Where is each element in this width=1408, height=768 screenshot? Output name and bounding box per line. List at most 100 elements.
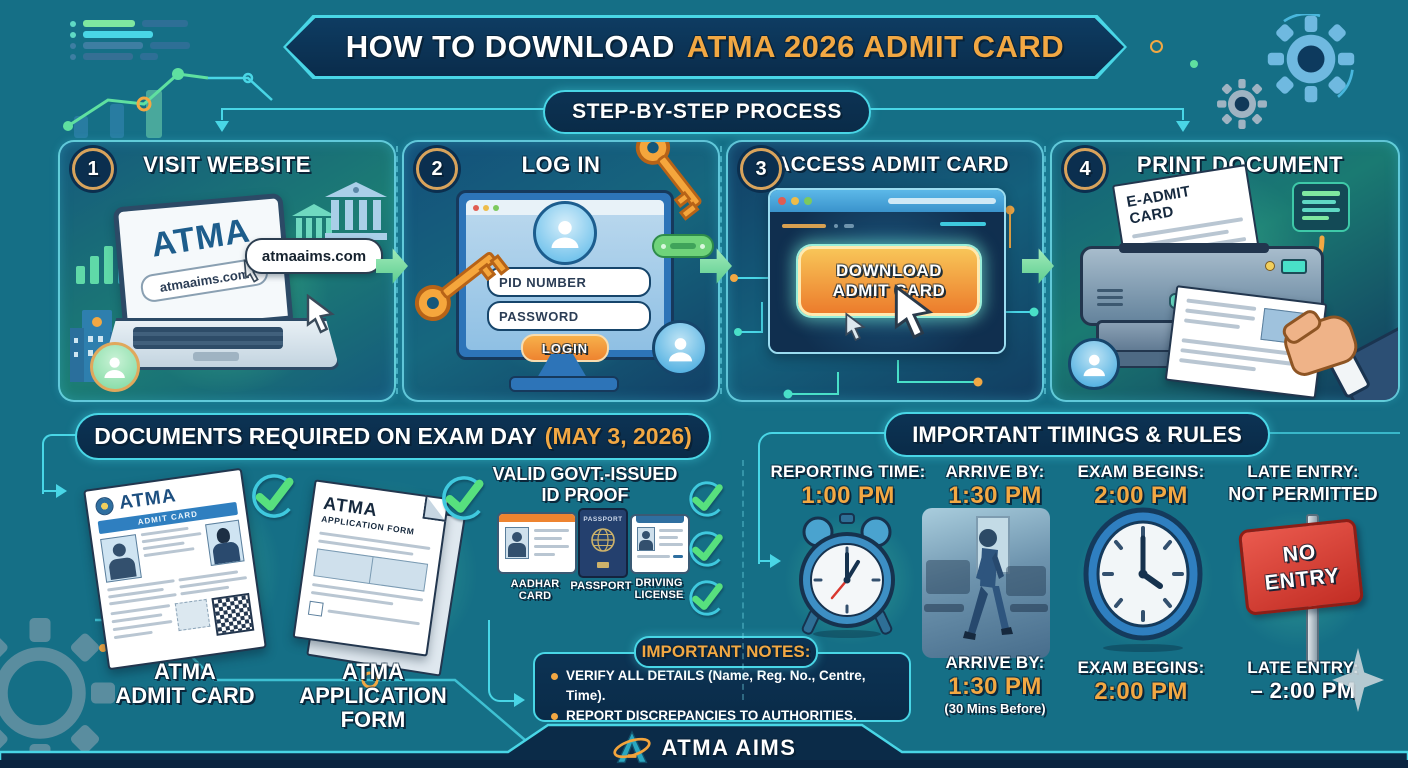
note-item: VERIFY ALL DETAILS (Name, Reg. No., Cent…	[551, 666, 895, 706]
aadhar-label-1: AADHAR	[510, 578, 560, 590]
pid-number-input[interactable]: PID NUMBER	[487, 267, 651, 297]
walking-person-icon	[963, 529, 1013, 640]
exam-begins-label: EXAM BEGINS:	[1077, 462, 1205, 481]
subtitle-capsule: STEP-BY-STEP PROCESS	[543, 90, 871, 134]
download-line1: DOWNLOAD	[836, 261, 942, 280]
download-line2: ADMIT CARD	[832, 281, 946, 300]
aadhar-label-2: CARD	[518, 590, 552, 602]
aadhar-label: AADHAR CARD	[493, 578, 577, 602]
checkmark-icon	[442, 476, 486, 520]
important-notes-title: IMPORTANT NOTES:	[641, 642, 811, 661]
late-entry-bottom-label: LATE ENTRY:	[1247, 658, 1359, 677]
reporting-time-label: REPORTING TIME:	[770, 462, 926, 481]
timing-col4-header: LATE ENTRY: NOT PERMITTED	[1218, 462, 1388, 505]
gear-small-icon	[1217, 79, 1267, 129]
gear-icon	[1267, 14, 1355, 103]
documents-header: DOCUMENTS REQUIRED ON EXAM DAY (MAY 3, 2…	[75, 413, 711, 460]
bank-icon	[325, 182, 387, 240]
traffic-dot-red	[778, 197, 786, 205]
laptop-base	[102, 318, 340, 370]
checkmark-icon	[689, 531, 725, 567]
wall-clock-icon	[1083, 507, 1203, 652]
timings-header-text: IMPORTANT TIMINGS & RULES	[912, 421, 1242, 447]
step1-title: VISIT WEBSITE	[143, 152, 311, 177]
exam-begins-value: 2:00 PM	[1094, 482, 1188, 509]
exam-hall-scene	[922, 508, 1050, 658]
notes-arrow	[514, 693, 525, 707]
qr-code	[211, 592, 255, 636]
aadhar-card-icon	[497, 512, 577, 574]
decor-circuit-dots	[1190, 60, 1198, 71]
step4-number: 4	[1079, 157, 1091, 180]
step3-panel: ACCESS ADMIT CARD	[726, 140, 1044, 402]
admit-card-band-text: ADMIT CARD	[137, 509, 199, 527]
step2-number: 2	[431, 157, 443, 180]
atma-aims-logo	[612, 730, 651, 764]
bullet-dot	[551, 673, 558, 680]
connector-right	[866, 108, 1184, 110]
application-form-illustration: ATMA APPLICATION FORM	[292, 479, 450, 657]
password-input[interactable]: PASSWORD	[487, 301, 651, 331]
decor-list	[70, 16, 190, 64]
step1-panel: VISIT WEBSITE ATMA atmaaims.com atmaaims…	[58, 140, 396, 402]
passport-label-text: PASSPORT	[570, 580, 632, 592]
note-1-text: VERIFY ALL DETAILS (Name, Reg. No., Cent…	[566, 668, 866, 703]
url-bubble-text: atmaaims.com	[261, 247, 367, 265]
toggle-icon[interactable]	[652, 234, 714, 258]
step4-number-badge: 4	[1064, 148, 1106, 190]
login-avatar-icon	[533, 201, 597, 265]
admit-card-illustration: ATMA ADMIT CARD	[83, 467, 267, 671]
admit-card-label-1: ATMA	[154, 659, 216, 684]
timings-connector	[758, 432, 888, 564]
download-window: DOWNLOAD ADMIT CARD	[768, 188, 1006, 354]
user-avatar-icon	[652, 320, 708, 376]
note-2-text: REPORT DISCREPANCIES TO AUTHORITIES.	[566, 708, 857, 723]
step3-number: 3	[755, 157, 767, 180]
key-icon	[414, 251, 510, 322]
down-arrow-left	[215, 121, 229, 132]
late-entry-label: LATE ENTRY:	[1247, 462, 1359, 481]
step4-panel: PRINT DOCUMENT E-ADMIT CARD	[1050, 140, 1400, 402]
step3-number-badge: 3	[740, 148, 782, 190]
page-title-accent: ATMA 2026 ADMIT CARD	[686, 29, 1065, 64]
application-form-label: ATMA APPLICATION FORM	[283, 660, 463, 732]
section-connector-left-h	[42, 490, 58, 492]
note-item: REPORT DISCREPANCIES TO AUTHORITIES.	[551, 706, 895, 726]
section-connector-left	[42, 434, 78, 494]
important-notes-pill: IMPORTANT NOTES:	[634, 636, 818, 668]
form-label-1: ATMA	[342, 659, 404, 684]
form-label-2: APPLICATION	[299, 683, 447, 708]
passport-label: PASSPORT	[566, 580, 636, 592]
exam-begins-bottom-label: EXAM BEGINS:	[1077, 658, 1205, 677]
arrive-by-label: ARRIVE BY:	[945, 462, 1045, 481]
connector-left-v	[221, 108, 223, 120]
reporting-time-value: 1:00 PM	[801, 482, 895, 509]
stamp	[174, 598, 211, 632]
pid-number-text: PID NUMBER	[499, 274, 587, 290]
arrive-by-bottom-note: (30 Mins Before)	[944, 701, 1046, 716]
step1-number-badge: 1	[72, 148, 114, 190]
timings-arrow	[770, 554, 781, 568]
photo-female	[205, 519, 245, 566]
checkmark-icon	[252, 474, 296, 518]
step2-title: LOG IN	[521, 152, 601, 177]
traffic-dot-green	[493, 204, 499, 211]
download-admit-card-button[interactable]: DOWNLOAD ADMIT CARD	[798, 246, 980, 316]
user-avatar-icon	[90, 342, 140, 392]
checkmark-icon	[689, 481, 725, 517]
driving-license-label: DRIVING LICENSE	[624, 577, 694, 601]
traffic-dot-red	[473, 204, 479, 211]
bullet-dot	[551, 713, 558, 720]
hand-icon	[1279, 292, 1398, 400]
form-label-3: FORM	[340, 707, 406, 732]
step3-title: ACCESS ADMIT CARD	[774, 153, 1010, 176]
connector-right-v	[1182, 108, 1184, 120]
step1-number: 1	[87, 157, 99, 180]
window-titlebar	[770, 190, 1004, 212]
key-icon	[635, 142, 702, 221]
login-monitor: PID NUMBER PASSWORD LOGIN	[456, 190, 674, 362]
sign-board: NO ENTRY	[1237, 518, 1365, 616]
checkmark-icon	[689, 580, 725, 616]
photo-male	[100, 534, 142, 583]
